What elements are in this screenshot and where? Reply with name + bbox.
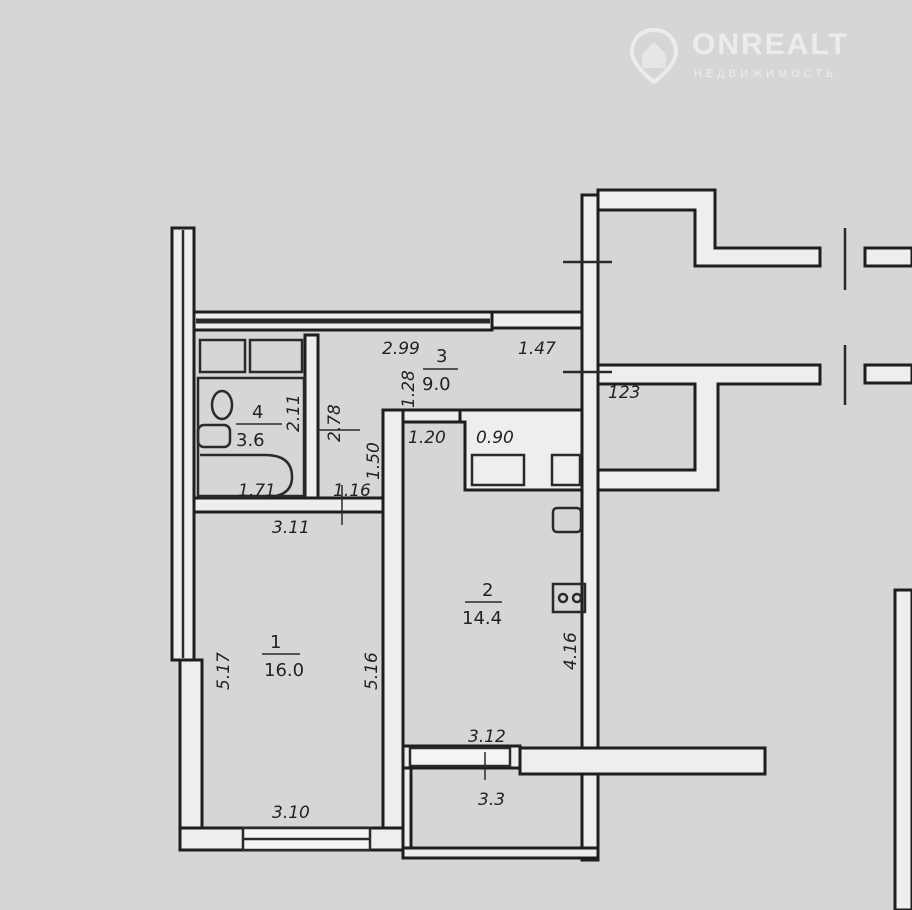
dim-label: 1.50 (364, 442, 384, 480)
room-3-area: 9.0 (422, 374, 451, 395)
house-pin-icon (630, 28, 678, 84)
walls (170, 188, 912, 910)
dim-label: 2.99 (382, 339, 420, 359)
room-1-number: 1 (270, 632, 281, 653)
dim-label: 5.17 (214, 652, 234, 690)
dim-label: 1.47 (518, 339, 556, 359)
dim-label: 3.3 (478, 790, 505, 810)
watermark-subtitle: НЕДВИЖИМОСТЬ (694, 68, 838, 80)
dim-label: 0.90 (476, 428, 514, 448)
dim-label: 1.71 (238, 481, 276, 501)
dim-label: 2.78 (325, 404, 345, 442)
dim-label: 1.28 (399, 370, 419, 408)
dimension-labels: 2.99 1.47 1.28 2.11 2.78 1.50 1.20 0.90 … (214, 339, 640, 823)
room-1-area: 16.0 (264, 660, 304, 681)
room-3-number: 3 (436, 346, 447, 367)
dim-label: 5.16 (362, 652, 382, 690)
dim-label: 3.10 (272, 803, 310, 823)
dim-label: 4.16 (561, 632, 581, 670)
room-4-number: 4 (252, 402, 263, 423)
dim-label: 2.11 (284, 394, 304, 432)
dim-label: 1.20 (408, 428, 446, 448)
dim-label: 3.11 (272, 518, 310, 538)
room-4-area: 3.6 (236, 430, 265, 451)
room-labels: 1 16.0 2 14.4 3 9.0 4 3.6 (236, 346, 502, 681)
dim-label: 3.12 (468, 727, 506, 747)
room-2-area: 14.4 (462, 608, 502, 629)
dim-label: 123 (608, 383, 640, 403)
room-2-number: 2 (482, 580, 493, 601)
dim-label: 1.16 (333, 481, 371, 501)
watermark-brand: ONREALT (692, 28, 849, 61)
